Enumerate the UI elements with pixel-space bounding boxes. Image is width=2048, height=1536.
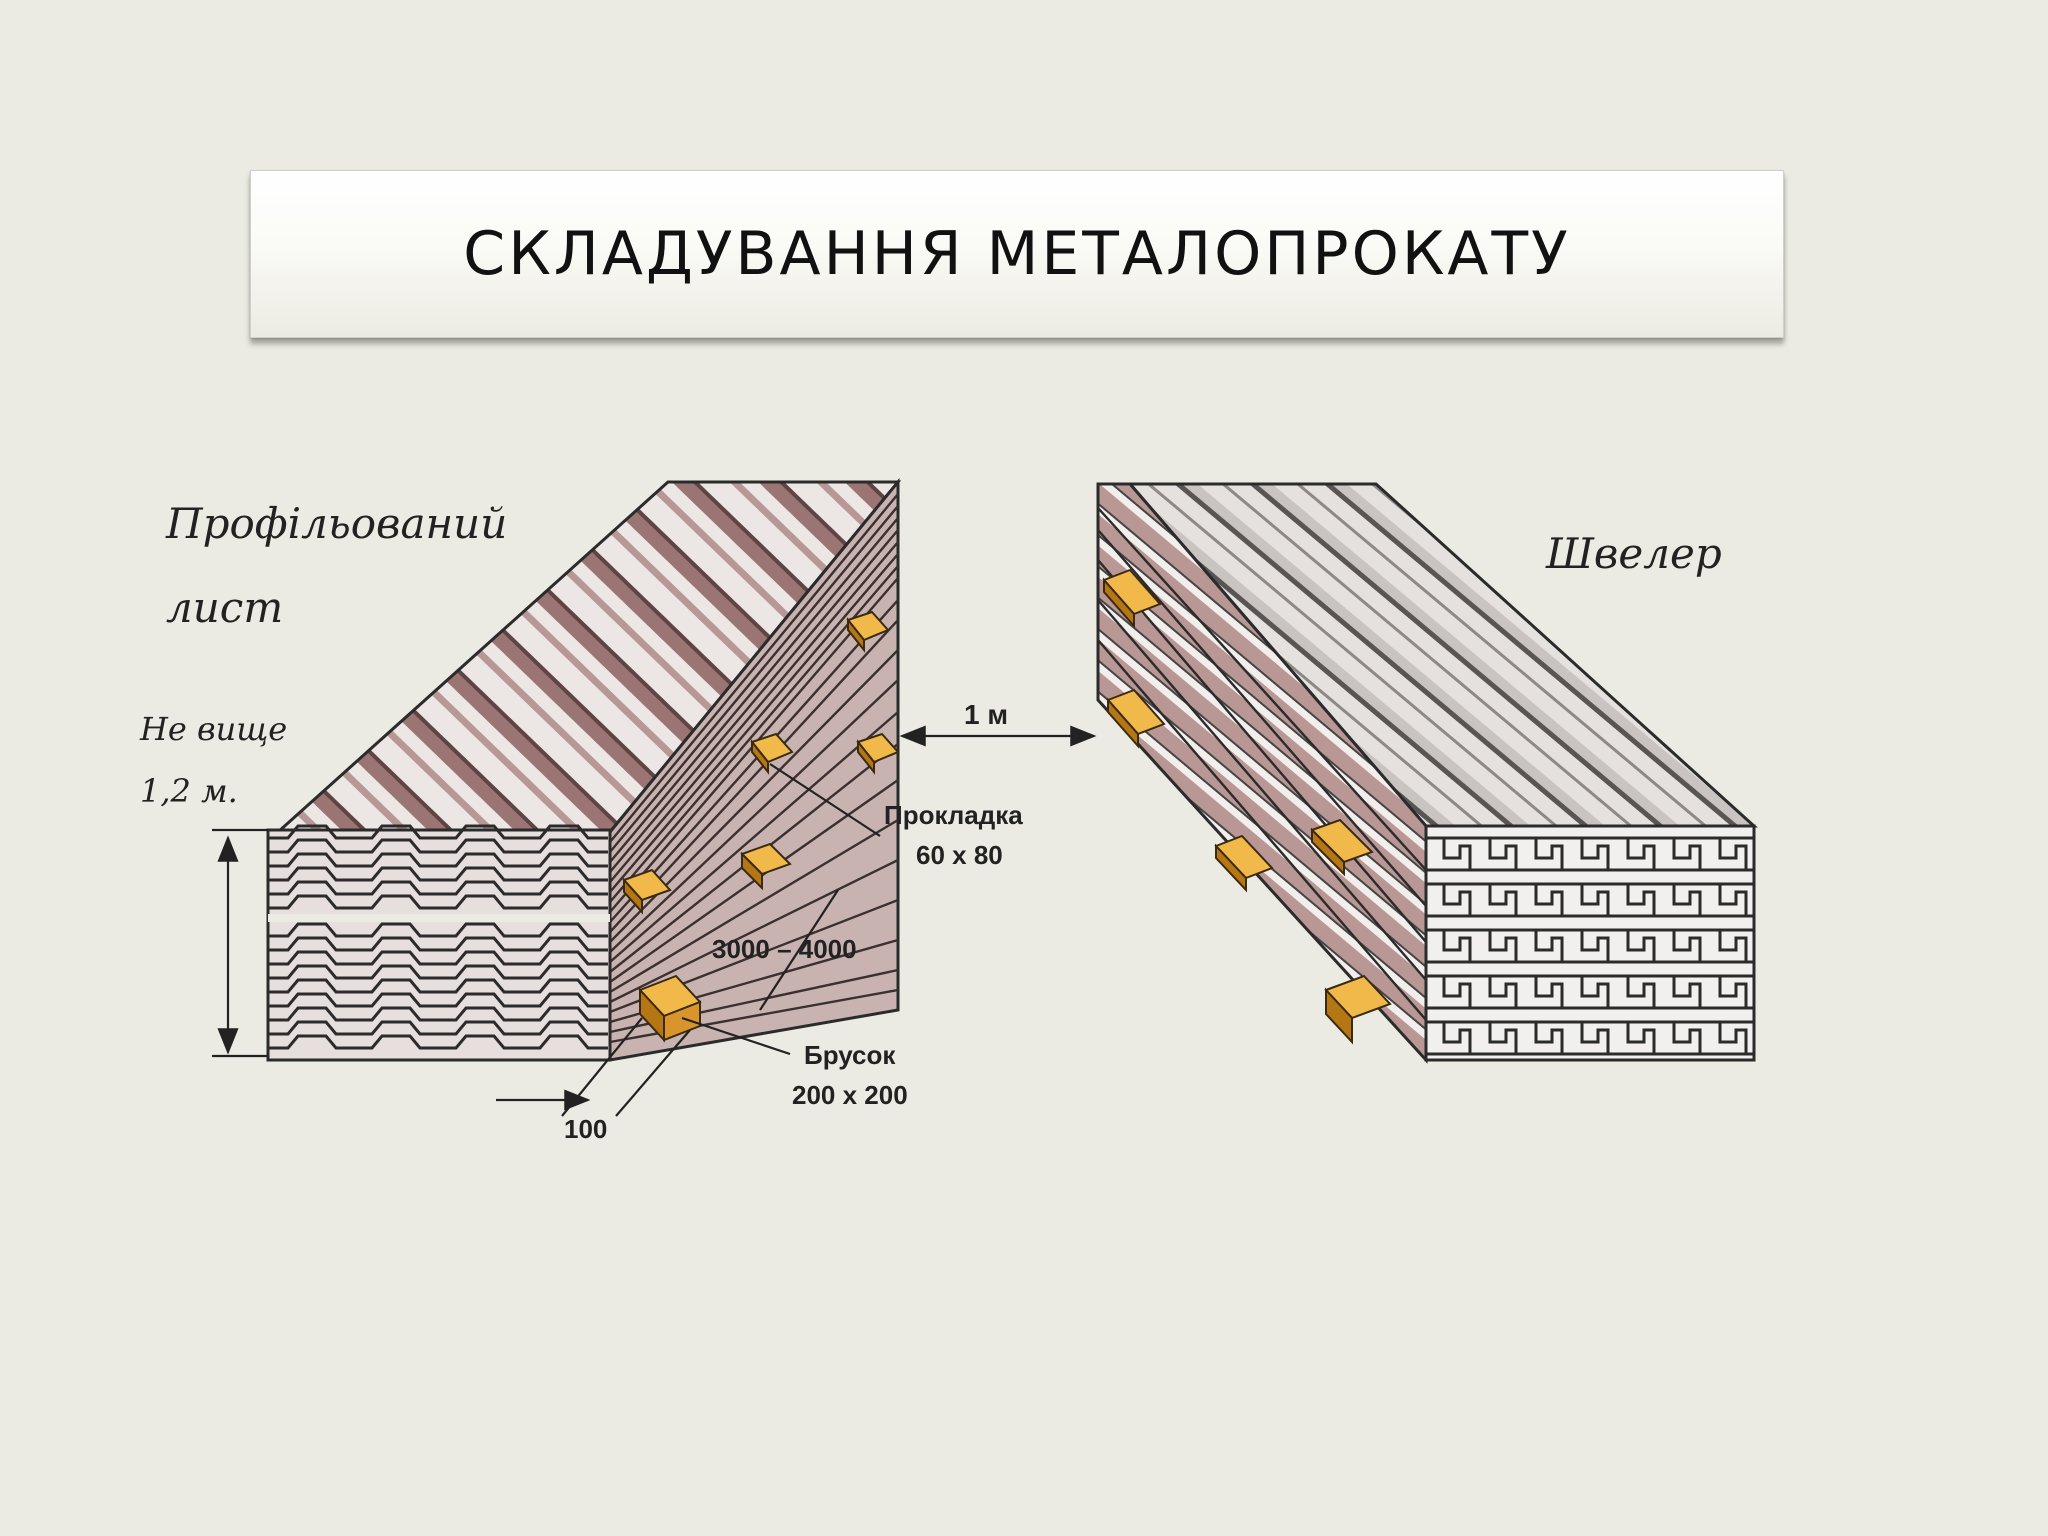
spacer-block bbox=[856, 732, 900, 775]
channel-front-face bbox=[1424, 824, 1756, 1062]
dimension-lines bbox=[212, 725, 1097, 1117]
channel-side-lines bbox=[1097, 507, 1427, 1021]
profiled-sheet-stack bbox=[266, 477, 902, 1062]
spacer-block bbox=[750, 732, 794, 775]
label-profiled-sheet-1: Профільований bbox=[165, 499, 507, 548]
label-max-height-1: Не вище bbox=[139, 710, 287, 748]
sheet-profile-waves bbox=[268, 824, 608, 1050]
label-max-height-2: 1,2 м. bbox=[140, 772, 238, 810]
label-profiled-sheet-2: лист bbox=[166, 583, 283, 632]
beam-leader bbox=[681, 1016, 791, 1056]
title-box: СКЛАДУВАННЯ МЕТАЛОПРОКАТУ bbox=[250, 170, 1784, 338]
label-gap: 1 м bbox=[964, 699, 1008, 730]
spacer-block bbox=[1214, 834, 1274, 893]
spacer-block bbox=[846, 610, 890, 653]
channel-profiles bbox=[1426, 836, 1754, 1056]
spacer-block bbox=[622, 868, 672, 915]
label-spacer-2: 60 х 80 bbox=[916, 840, 1003, 870]
label-beam-1: Брусок bbox=[804, 1040, 896, 1070]
spacing-arrow-line bbox=[759, 889, 839, 1011]
left-wood-blocks bbox=[622, 610, 900, 1043]
label-spacing: 3000 – 4000 bbox=[712, 934, 857, 964]
channel-stack bbox=[1096, 482, 1758, 1064]
label-offset: 100 bbox=[564, 1114, 607, 1144]
slide-title: СКЛАДУВАННЯ МЕТАЛОПРОКАТУ bbox=[463, 219, 1571, 289]
spacer-block bbox=[1310, 818, 1374, 877]
spacer-block bbox=[1102, 568, 1162, 629]
spacer-leader bbox=[769, 763, 881, 837]
spacer-block bbox=[1106, 688, 1166, 749]
label-channel: Швелер bbox=[1545, 529, 1722, 578]
offset-line-b bbox=[615, 1029, 691, 1117]
beam-block bbox=[638, 974, 702, 1043]
label-beam-2: 200 х 200 bbox=[792, 1080, 908, 1110]
sheet-pack-gap bbox=[268, 914, 610, 922]
beam-block bbox=[1324, 974, 1392, 1045]
right-wood-blocks bbox=[1102, 568, 1392, 1045]
label-spacer-1: Прокладка bbox=[884, 800, 1023, 830]
spacer-block bbox=[740, 842, 792, 891]
